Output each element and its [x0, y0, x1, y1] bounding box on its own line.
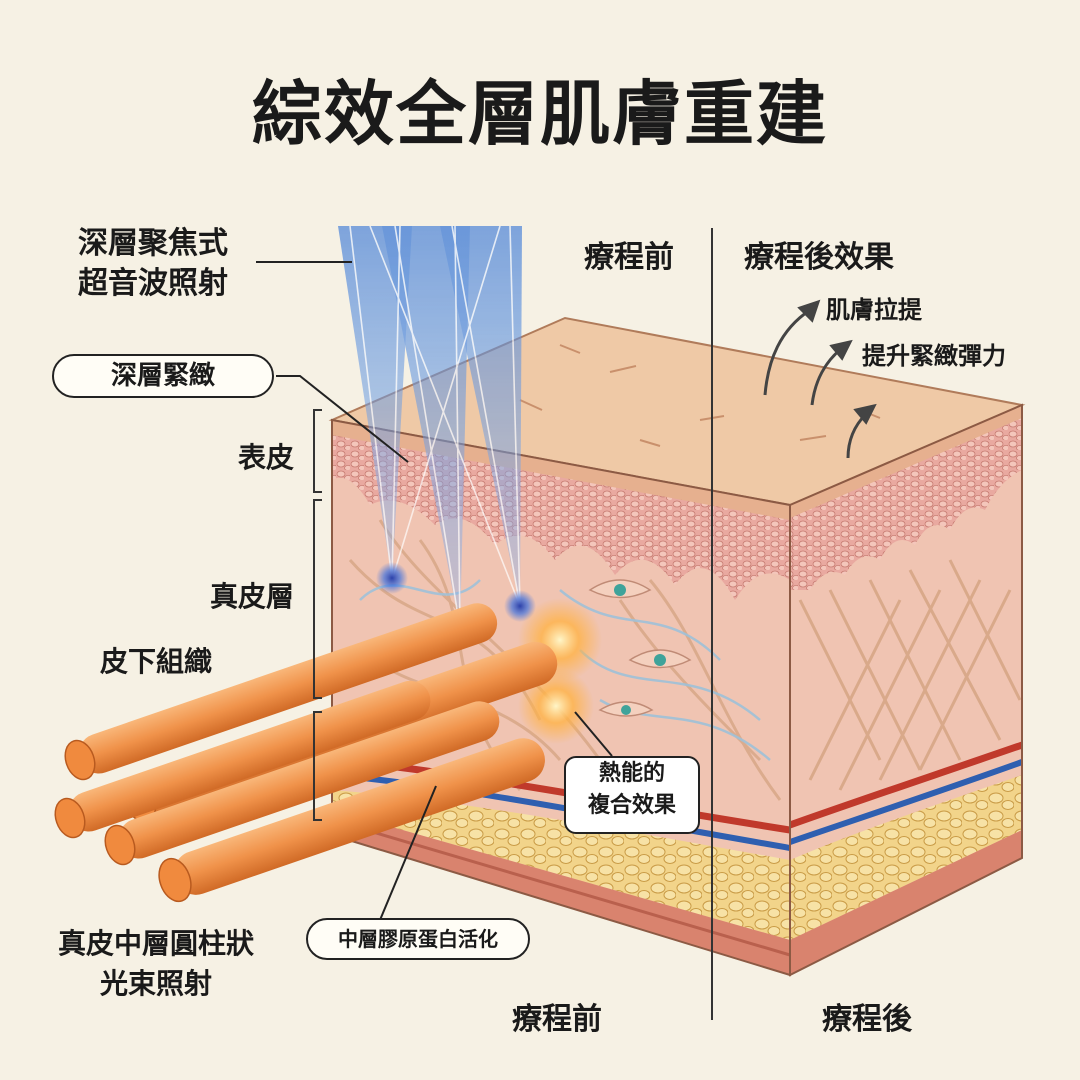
label-thermal-line1: 熱能的 — [598, 761, 665, 786]
label-deep-tightening: 深層緊緻 — [52, 354, 274, 398]
label-thermal-line2: 複合效果 — [587, 793, 676, 818]
label-ultrasound-line2: 超音波照射 — [78, 266, 228, 301]
label-ultrasound: 深層聚焦式 超音波照射 — [78, 224, 228, 304]
label-collagen-activation: 中層膠原蛋白活化 — [306, 918, 530, 960]
page-title: 綜效全層肌膚重建 — [252, 73, 828, 155]
layer-brackets — [313, 409, 322, 821]
label-firmness: 提升緊緻彈力 — [862, 342, 1006, 370]
light-rods — [54, 603, 558, 903]
arrow-up-icon — [763, 299, 877, 459]
label-ultrasound-line1: 深層聚焦式 — [78, 226, 228, 261]
header-before: 療程前 — [584, 240, 674, 275]
label-thermal-effect: 熱能的 複合效果 — [564, 756, 700, 834]
label-subcutaneous: 皮下組織 — [100, 645, 213, 678]
label-skin-lift: 肌膚拉提 — [826, 296, 922, 324]
footer-after: 療程後 — [822, 1002, 912, 1037]
label-epidermis: 表皮 — [238, 441, 295, 474]
label-dermis: 真皮層 — [210, 580, 295, 613]
label-cylinder-beam: 真皮中層圓柱狀 光束照射 — [58, 924, 254, 1004]
label-cylinder-line2: 光束照射 — [100, 967, 213, 1000]
footer-before: 療程前 — [512, 1002, 602, 1037]
label-cylinder-line1: 真皮中層圓柱狀 — [58, 927, 255, 960]
header-after: 療程後效果 — [744, 240, 894, 275]
ultrasound-beams — [338, 225, 536, 642]
